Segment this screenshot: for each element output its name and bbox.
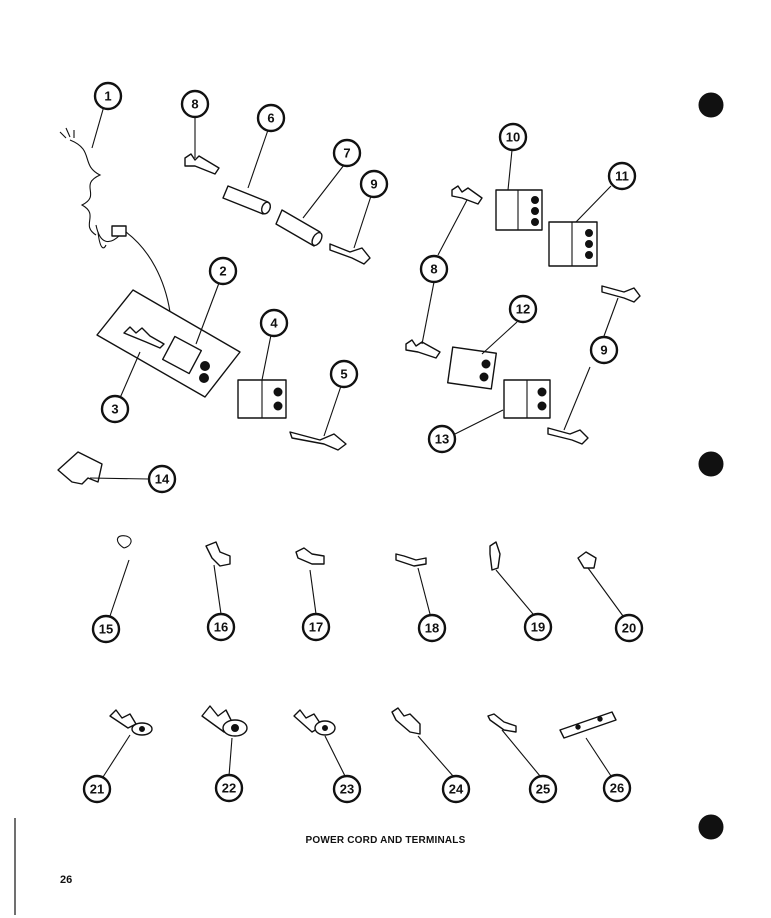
svg-text:1: 1 [104, 89, 111, 104]
callout-4: 4 [259, 308, 289, 338]
ring-terminal [109, 709, 153, 736]
svg-text:15: 15 [99, 622, 113, 637]
svg-text:26: 26 [610, 781, 624, 796]
connector-housing [237, 379, 287, 419]
flag-terminal [487, 713, 517, 733]
callout-5: 5 [329, 359, 359, 389]
female-terminal [547, 427, 589, 445]
wire-ring [116, 535, 132, 549]
svg-text:14: 14 [155, 472, 170, 487]
svg-text:13: 13 [435, 432, 449, 447]
callout-23: 23 [332, 774, 362, 804]
three-pin-housing [548, 221, 598, 267]
callout-13: 13 [427, 424, 457, 454]
callout-21: 21 [82, 774, 112, 804]
insulating-sleeve [222, 185, 272, 215]
two-pin-housing [503, 379, 551, 419]
svg-text:16: 16 [214, 620, 228, 635]
ring-terminal [293, 709, 336, 736]
callout-9b: 9 [589, 335, 619, 365]
callout-2: 2 [208, 256, 238, 286]
bullet-terminal [489, 541, 501, 571]
svg-text:6: 6 [267, 111, 274, 126]
svg-text:11: 11 [615, 169, 629, 184]
spade-terminal [205, 541, 231, 567]
svg-text:2: 2 [219, 264, 226, 279]
female-terminal [289, 431, 347, 451]
terminal-strip [559, 711, 617, 739]
callout-10: 10 [498, 122, 528, 152]
leader-lines [89, 105, 624, 778]
svg-text:9: 9 [600, 343, 607, 358]
svg-text:10: 10 [506, 130, 520, 145]
callout-20: 20 [614, 613, 644, 643]
wire-nut [577, 551, 597, 569]
callout-12: 12 [508, 294, 538, 324]
two-pin-housing [447, 346, 497, 390]
page-number: 26 [60, 874, 73, 886]
female-terminal [601, 285, 641, 303]
svg-text:7: 7 [343, 146, 350, 161]
power-cord-coil [59, 127, 171, 313]
callout-9: 9 [359, 169, 389, 199]
svg-text:18: 18 [425, 621, 439, 636]
figure-caption: POWER CORD AND TERMINALS [305, 835, 466, 846]
callout-6: 6 [256, 103, 286, 133]
male-terminal [405, 339, 441, 359]
svg-text:21: 21 [90, 782, 104, 797]
svg-text:23: 23 [340, 782, 354, 797]
flag-terminal [395, 553, 427, 567]
svg-text:4: 4 [270, 316, 278, 331]
margin-punch-hole [698, 814, 724, 840]
callout-8: 8 [180, 89, 210, 119]
svg-text:17: 17 [309, 620, 323, 635]
svg-text:3: 3 [111, 402, 118, 417]
female-terminal [329, 243, 371, 265]
callout-14: 14 [147, 464, 177, 494]
callout-1: 1 [93, 81, 123, 111]
callout-22: 22 [214, 773, 244, 803]
three-pin-housing [495, 189, 543, 231]
ring-terminal [201, 705, 248, 737]
callout-16: 16 [206, 612, 236, 642]
callout-3: 3 [100, 394, 130, 424]
cord-clip [57, 451, 103, 485]
male-terminal [184, 153, 220, 175]
callout-25: 25 [528, 774, 558, 804]
callout-7: 7 [332, 138, 362, 168]
callout-19: 19 [523, 612, 553, 642]
svg-text:22: 22 [222, 781, 236, 796]
callout-8b: 8 [419, 254, 449, 284]
svg-text:5: 5 [340, 367, 347, 382]
margin-punch-hole [698, 92, 724, 118]
svg-text:25: 25 [536, 782, 550, 797]
svg-text:20: 20 [622, 621, 636, 636]
plug-inset [96, 289, 241, 398]
svg-text:8: 8 [430, 262, 437, 277]
quick-connect-terminal [295, 547, 325, 565]
callout-26: 26 [602, 773, 632, 803]
svg-text:19: 19 [531, 620, 545, 635]
svg-text:24: 24 [449, 782, 464, 797]
insulating-sleeve [275, 209, 323, 247]
callout-17: 17 [301, 612, 331, 642]
svg-text:8: 8 [191, 97, 198, 112]
margin-punch-hole [698, 451, 724, 477]
crimp-connector [391, 707, 421, 735]
callout-18: 18 [417, 613, 447, 643]
callout-11: 11 [607, 161, 637, 191]
svg-text:9: 9 [370, 177, 377, 192]
callout-24: 24 [441, 774, 471, 804]
callout-15: 15 [91, 614, 121, 644]
male-terminal [451, 185, 483, 205]
svg-text:12: 12 [516, 302, 530, 317]
